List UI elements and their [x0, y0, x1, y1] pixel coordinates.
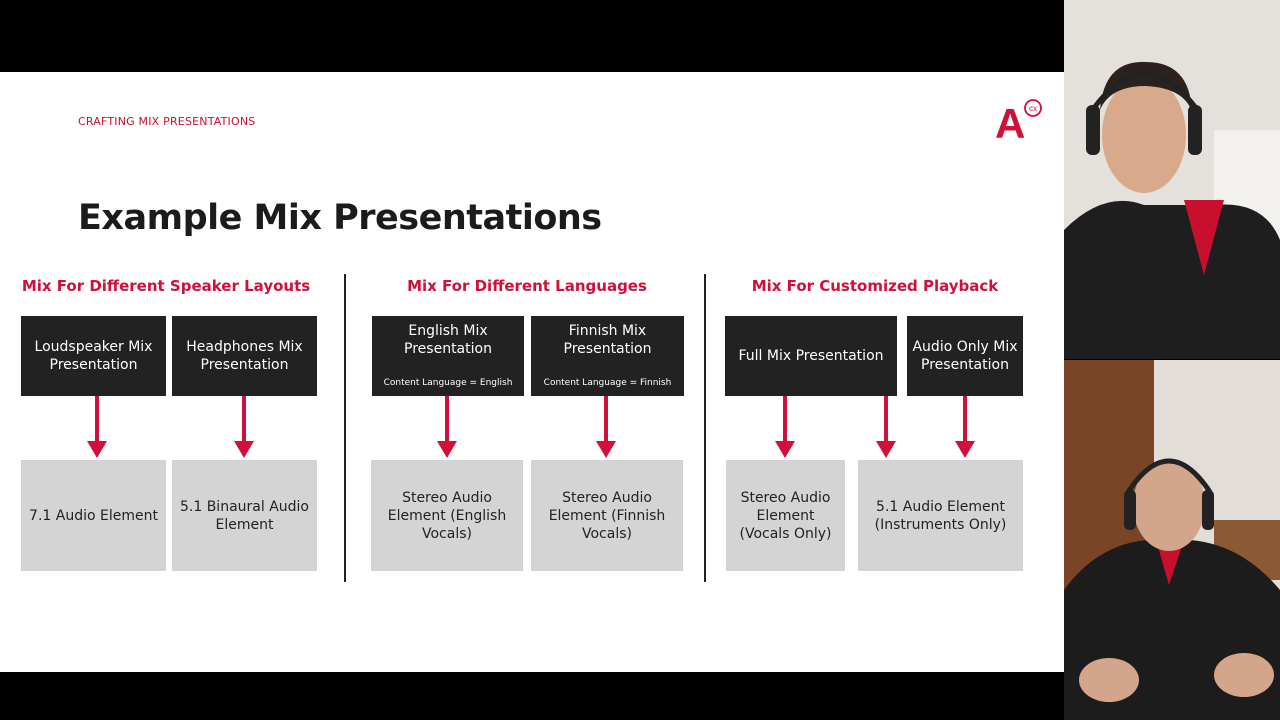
element-label: 7.1 Audio Element — [29, 507, 158, 524]
stereo-audio-element-vocals: Stereo Audio Element (Vocals Only) — [726, 460, 845, 571]
logo-letter: A — [995, 100, 1025, 140]
presentation-label: Finnish Mix Presentation — [563, 323, 652, 357]
presentation-label: Loudspeaker Mix Presentation — [34, 339, 153, 373]
finnish-mix-presentation: Finnish Mix Presentation Content Languag… — [531, 316, 684, 396]
stereo-audio-element-finnish: Stereo Audio Element (Finnish Vocals) — [531, 460, 683, 571]
participant-2-image — [1064, 360, 1280, 720]
presentation-label: Headphones Mix Presentation — [186, 339, 303, 373]
slide-title: Example Mix Presentations — [78, 198, 602, 238]
presentation-label: Audio Only Mix Presentation — [912, 339, 1018, 373]
element-label: Stereo Audio Element (English Vocals) — [387, 489, 507, 542]
arrow-down-icon — [234, 396, 254, 460]
column-divider — [704, 274, 706, 582]
headphones-mix-presentation: Headphones Mix Presentation — [172, 316, 317, 396]
presentation-label: English Mix Presentation — [404, 323, 492, 357]
logo-badge: cx — [1029, 104, 1037, 113]
participant-video-2 — [1064, 360, 1280, 720]
audio-element-7-1: 7.1 Audio Element — [21, 460, 166, 571]
participant-1-image — [1064, 0, 1280, 359]
column-heading-languages: Mix For Different Languages — [407, 277, 647, 295]
column-divider — [344, 274, 346, 582]
participant-video-1 — [1064, 0, 1280, 359]
arrow-down-icon — [775, 396, 795, 460]
presentation-label: Full Mix Presentation — [738, 348, 884, 364]
column-heading-speaker-layouts: Mix For Different Speaker Layouts — [21, 277, 311, 295]
audio-element-5-1-binaural: 5.1 Binaural Audio Element — [172, 460, 317, 571]
arrow-down-icon — [437, 396, 457, 460]
logo-badge-ring — [1024, 99, 1042, 117]
brand-logo-icon: A cx — [995, 99, 1042, 140]
stereo-audio-element-english: Stereo Audio Element (English Vocals) — [371, 460, 523, 571]
section-tag: CRAFTING MIX PRESENTATIONS — [78, 115, 256, 128]
element-label: 5.1 Binaural Audio Element — [179, 498, 309, 533]
letterbox-top — [0, 0, 1064, 72]
arrow-down-icon — [876, 396, 896, 460]
arrow-down-icon — [596, 396, 616, 460]
element-label: Stereo Audio Element (Vocals Only) — [739, 489, 832, 542]
content-language-label: Content Language = Finnish — [543, 378, 672, 388]
full-mix-presentation: Full Mix Presentation — [725, 316, 897, 396]
arrow-down-icon — [955, 396, 975, 460]
english-mix-presentation: English Mix Presentation Content Languag… — [372, 316, 524, 396]
arrow-down-icon — [87, 396, 107, 460]
content-language-label: Content Language = English — [383, 378, 513, 388]
loudspeaker-mix-presentation: Loudspeaker Mix Presentation — [21, 316, 166, 396]
audio-element-5-1-instruments: 5.1 Audio Element (Instruments Only) — [858, 460, 1023, 571]
element-label: Stereo Audio Element (Finnish Vocals) — [548, 489, 666, 542]
presentation-slide: CRAFTING MIX PRESENTATIONS A cx Example … — [0, 72, 1064, 672]
letterbox-bottom — [0, 672, 1064, 720]
column-heading-customized-playback: Mix For Customized Playback — [751, 277, 999, 295]
audio-only-mix-presentation: Audio Only Mix Presentation — [907, 316, 1023, 396]
element-label: 5.1 Audio Element (Instruments Only) — [874, 498, 1007, 533]
